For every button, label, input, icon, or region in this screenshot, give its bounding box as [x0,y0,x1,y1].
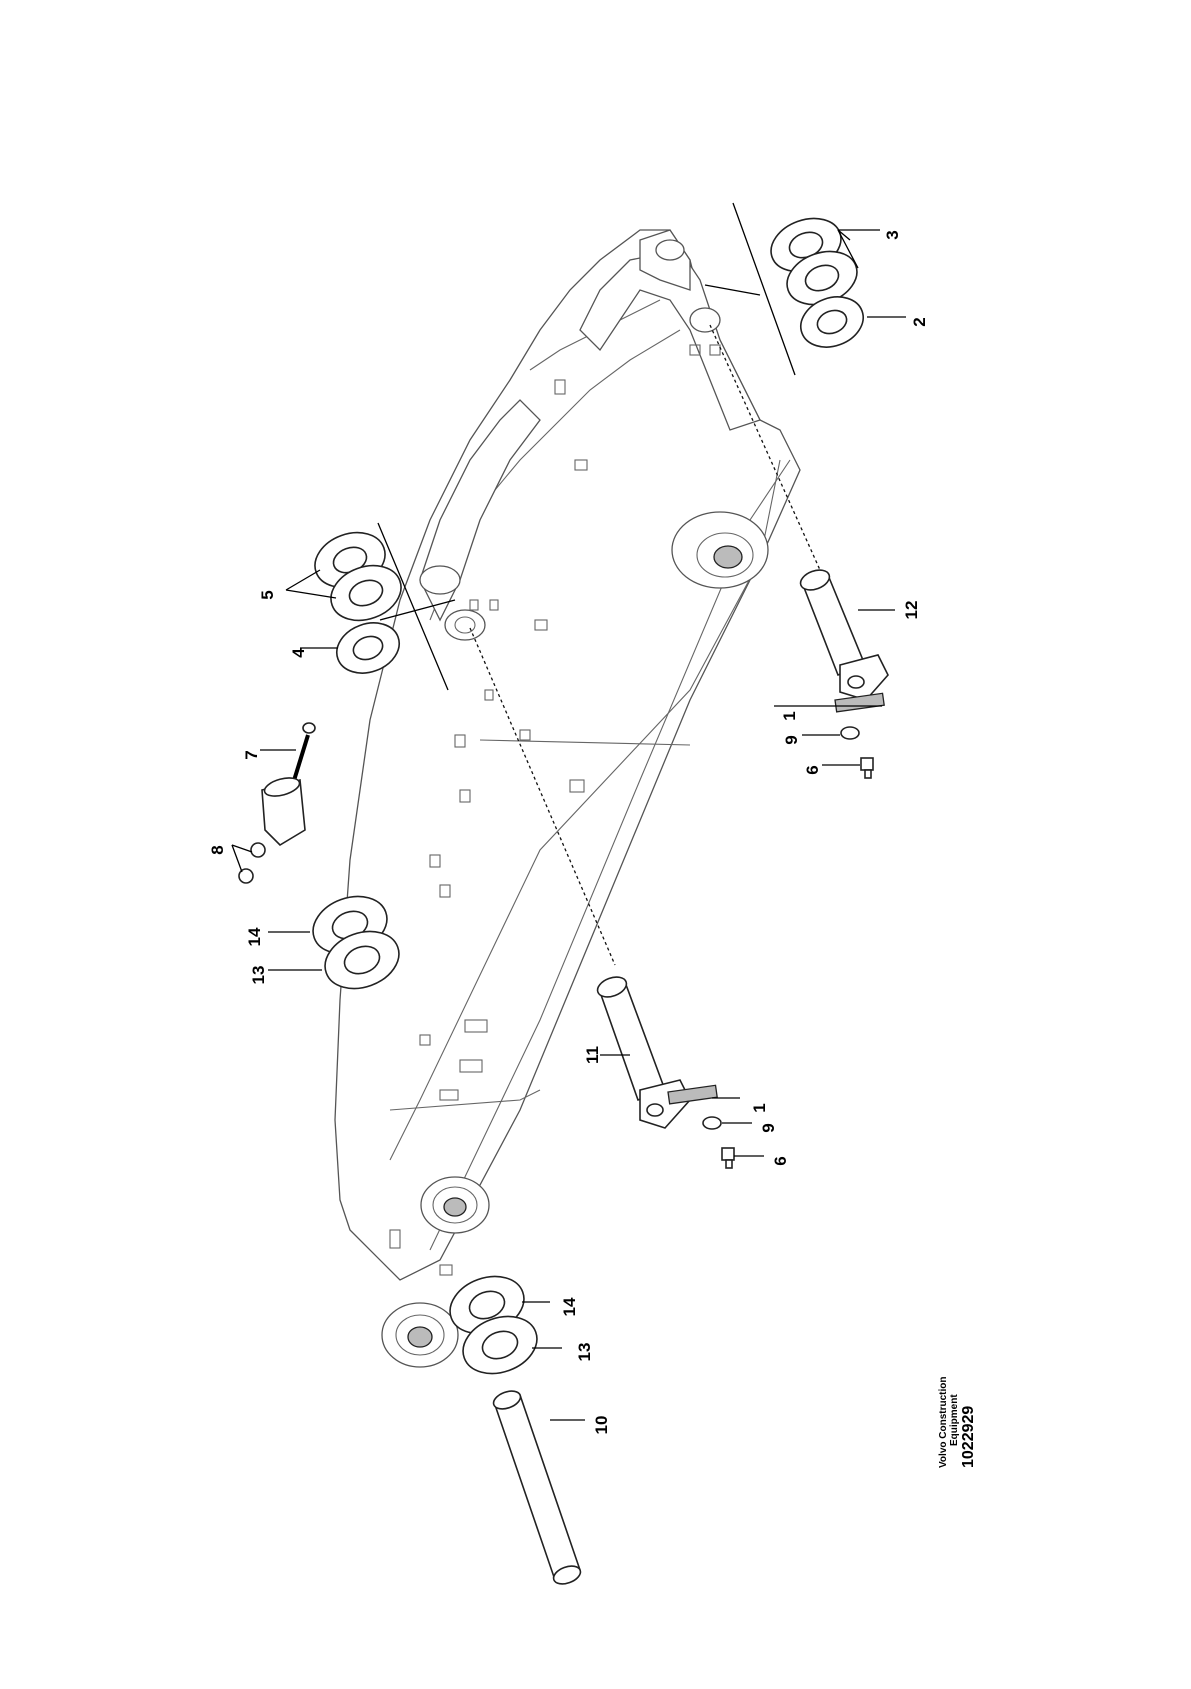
pin-12-axis [709,324,821,571]
caption-company-line2: Equipment [949,1394,960,1446]
pin-10 [492,1390,582,1585]
pin-12 [799,569,889,701]
callout-13-upper: 13 [249,966,268,985]
callout-labels: 1 1 2 3 4 5 6 6 7 8 9 9 10 11 12 13 13 1… [208,230,929,1434]
cylinder-mount-right [444,609,486,641]
pin-11-axis [469,627,616,966]
callout-2: 2 [910,317,929,326]
callout-6-lower: 6 [771,1156,790,1165]
callout-9-lower: 9 [759,1123,778,1132]
callout-9-upper: 9 [782,735,801,744]
callout-5: 5 [258,590,277,599]
guide-tick-left [379,599,456,621]
cylinder-head-part [261,777,306,847]
boom-body-outline [334,229,801,1281]
caption-company-line1: Volvo Construction [938,1376,949,1468]
cylinder-mount-left [419,565,461,595]
washer-9-lower [702,1116,722,1130]
guide-tick-right [704,284,761,296]
callout-11: 11 [583,1046,602,1064]
callout-14-upper: 14 [245,927,264,946]
leader-lines [231,229,906,1421]
washer-9-upper [840,726,860,740]
callout-14-lower: 14 [560,1297,579,1316]
callout-13-lower: 13 [575,1343,594,1362]
shim-3-lower [786,250,858,306]
callout-12: 12 [902,601,921,620]
guide-line-left [377,522,449,691]
pin-11 [596,976,691,1129]
callout-1-upper: 1 [780,711,799,720]
callout-8: 8 [208,845,227,854]
callout-6-upper: 6 [803,765,822,774]
boom-brackets [389,344,721,1276]
callout-4: 4 [289,648,308,658]
nut-8 [238,842,266,884]
top-pin-hole-front [689,307,721,333]
shim-5-lower [330,564,402,622]
shim-13-upper [324,930,400,990]
bolt-6-upper [860,757,874,779]
callout-7: 7 [242,750,261,759]
caption-drawing-number: 1022929 [960,1405,977,1468]
callout-1-lower: 1 [750,1103,769,1112]
guide-line-right [732,202,796,376]
drawing-caption: Volvo Construction Equipment 1022929 [938,1348,1058,1468]
boom-arm [334,229,801,1368]
shim-4 [336,622,400,674]
callout-3: 3 [883,230,902,239]
lock-plate-1-lower [667,1084,718,1105]
bolt-6-lower [721,1147,735,1169]
top-pin-hole-rear [655,239,685,261]
shim-13-lower [462,1315,538,1375]
shim-2 [800,296,864,348]
lock-plate-1-upper [834,692,885,713]
callout-10: 10 [592,1416,611,1435]
